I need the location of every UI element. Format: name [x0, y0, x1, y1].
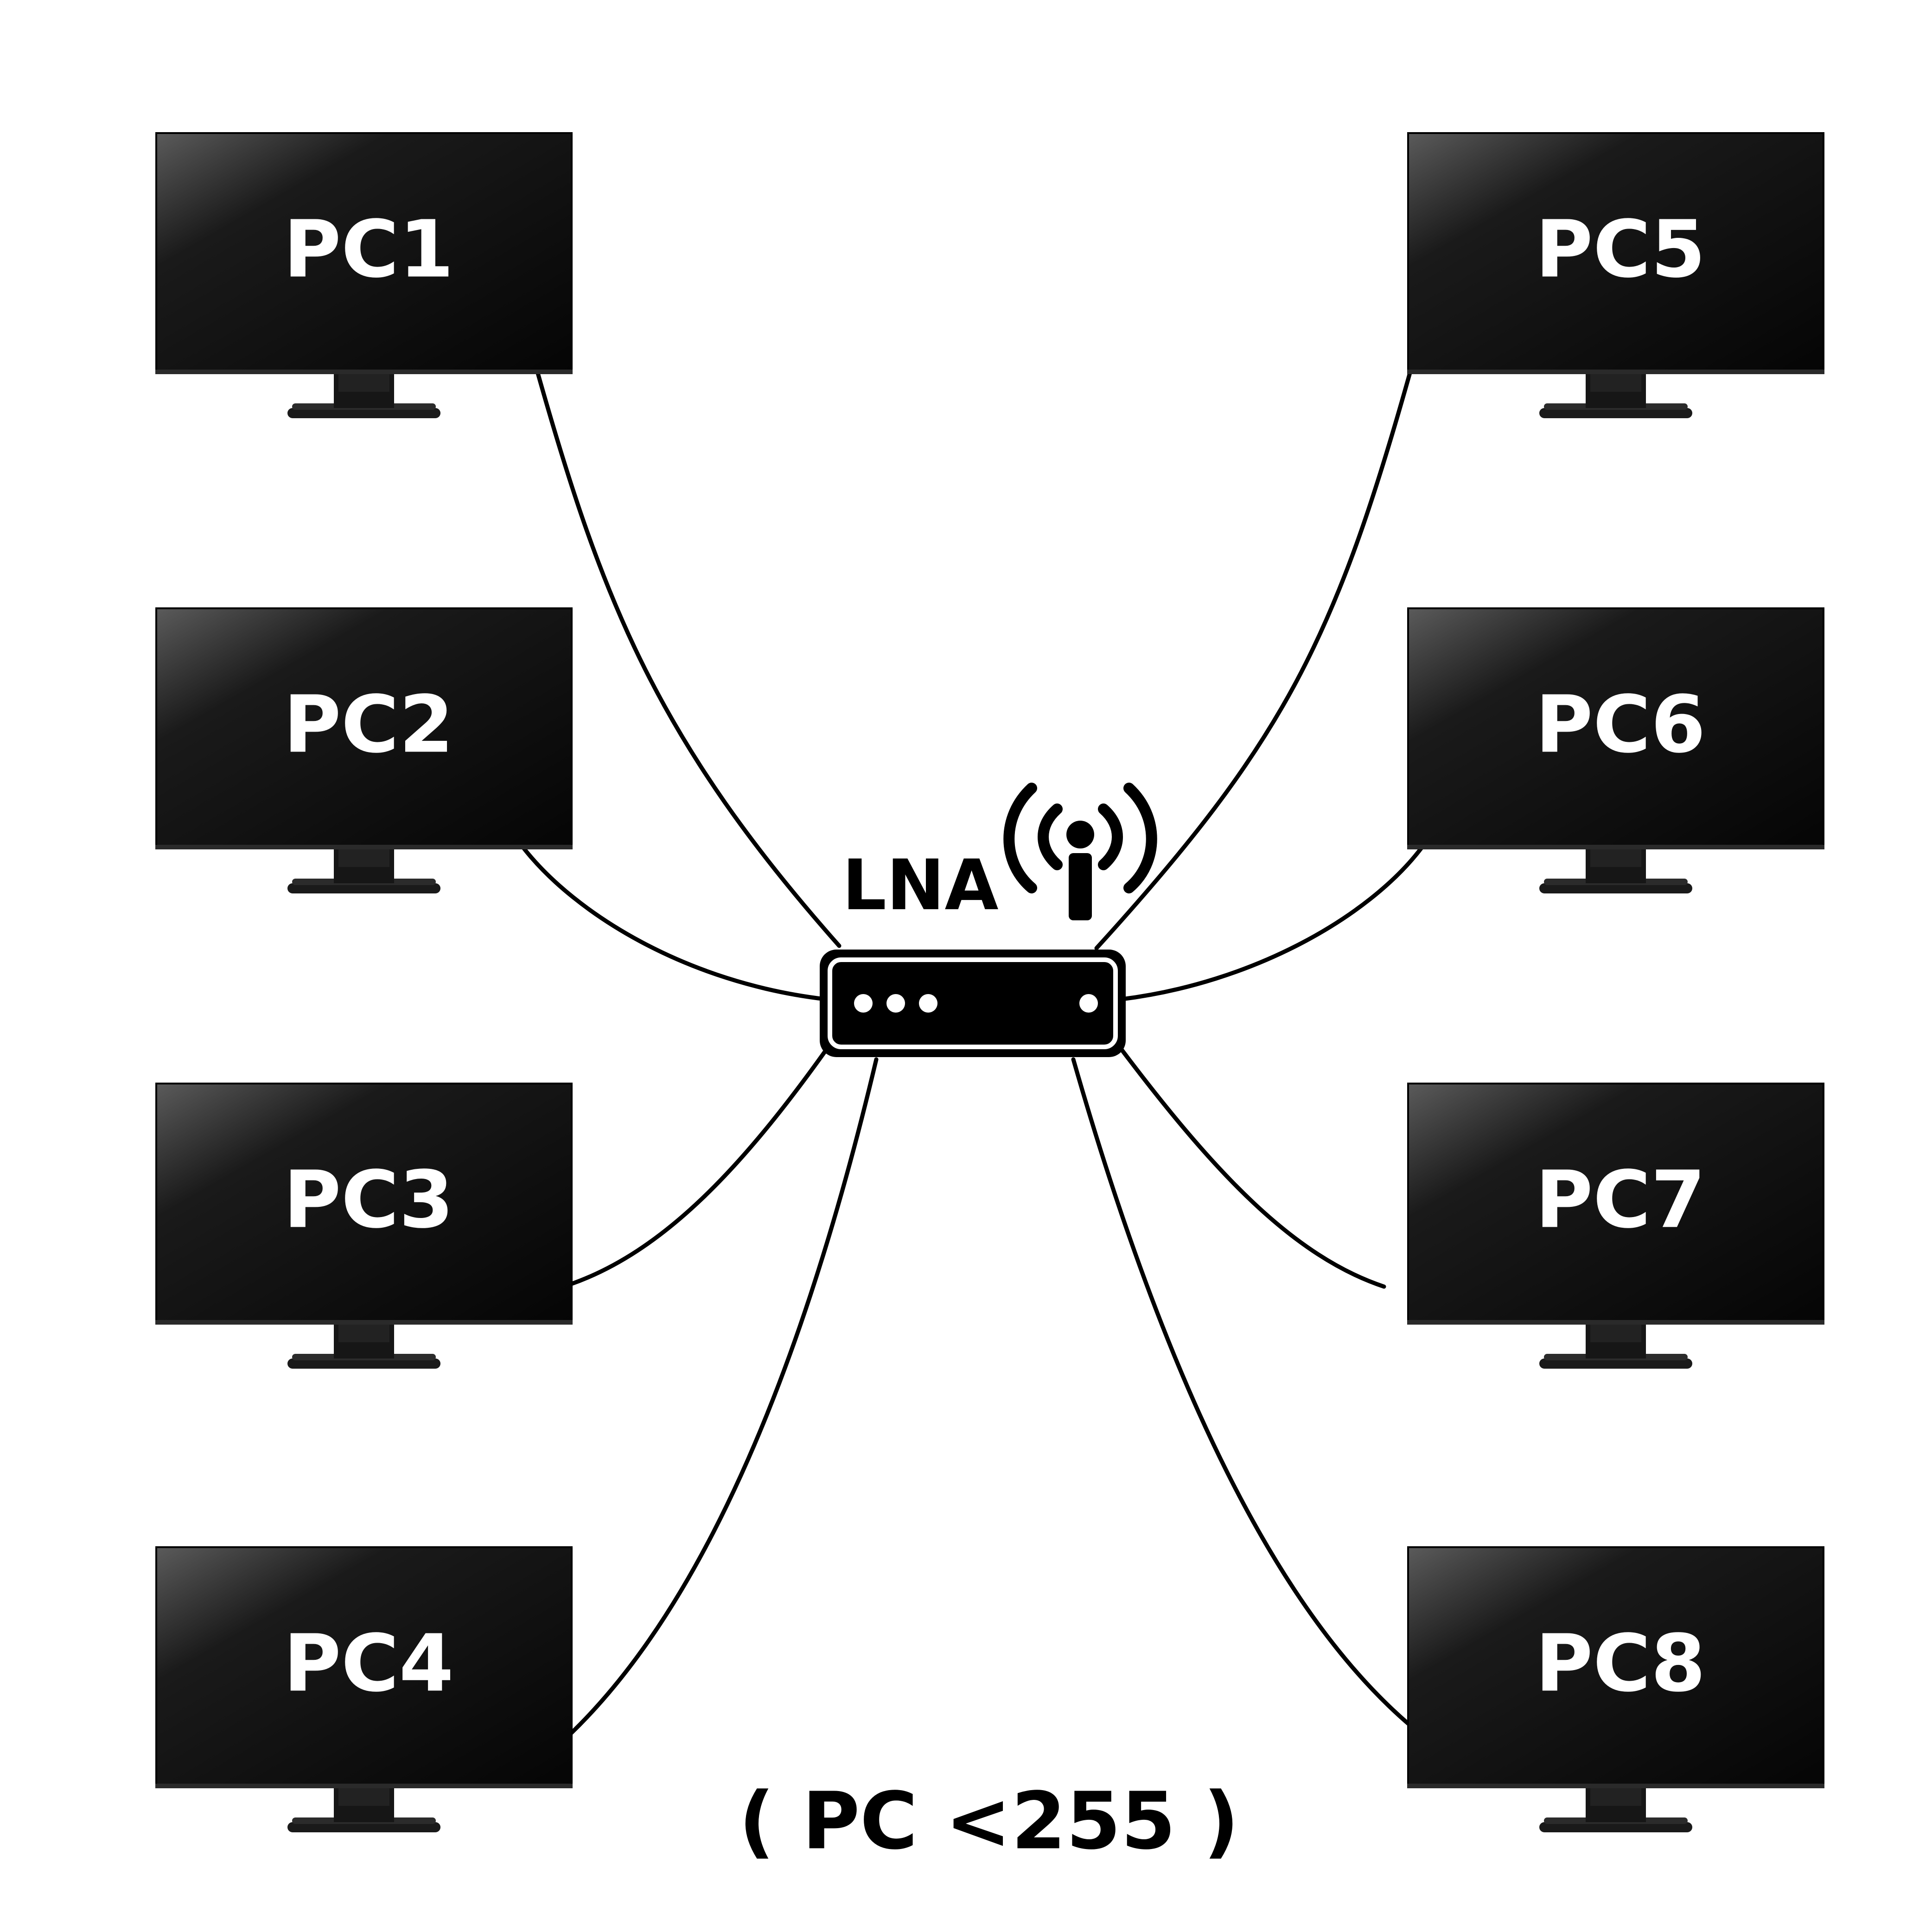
cable-pc8 — [1071, 1057, 1412, 1727]
pc-label-pc6: PC6 — [1535, 679, 1706, 771]
pc-label-pc3: PC3 — [283, 1154, 454, 1246]
monitor-pc1[interactable]: PC1 — [155, 132, 573, 418]
pc-label-pc1: PC1 — [283, 204, 454, 295]
monitor-pc4[interactable]: PC4 — [155, 1546, 573, 1832]
cable-pc3 — [568, 1046, 830, 1287]
cable-pc4 — [568, 1057, 879, 1736]
cable-pc1 — [536, 371, 842, 948]
footer-note: ( PC <255 ) — [739, 1775, 1239, 1867]
pc-label-pc4: PC4 — [283, 1618, 454, 1709]
cables — [522, 364, 1423, 1736]
cable-pc6 — [1120, 846, 1423, 1001]
monitor-pc7[interactable]: PC7 — [1407, 1083, 1824, 1369]
router-label: LNA — [842, 845, 998, 926]
cable-pc5 — [1094, 364, 1414, 950]
router-icon[interactable] — [820, 950, 1126, 1057]
pc-label-pc8: PC8 — [1535, 1618, 1706, 1709]
monitor-pc3[interactable]: PC3 — [155, 1083, 573, 1369]
monitor-pc2[interactable]: PC2 — [155, 607, 573, 893]
monitor-pc8[interactable]: PC8 — [1407, 1546, 1824, 1832]
pc-label-pc5: PC5 — [1535, 204, 1706, 295]
pc-label-pc2: PC2 — [283, 679, 454, 771]
pc-label-pc7: PC7 — [1535, 1154, 1706, 1246]
monitor-pc5[interactable]: PC5 — [1407, 132, 1824, 418]
cable-pc7 — [1120, 1048, 1386, 1289]
monitor-pc6[interactable]: PC6 — [1407, 607, 1824, 893]
cable-pc2 — [522, 846, 828, 1001]
wifi-antenna-icon — [1003, 783, 1157, 920]
